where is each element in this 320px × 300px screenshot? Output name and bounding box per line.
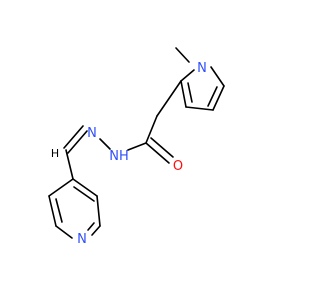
atom-pyridine-nitrogen: N: [77, 232, 87, 247]
atom-pyrrole-nitrogen: N: [197, 61, 207, 76]
bond-carbonyl-o-double: [150, 137, 174, 158]
bond-pyrrole-c3-c2: [180, 80, 187, 108]
bond-pyridine-c4-c3: [72, 178, 98, 197]
atom-vinyl-hydrogen: H: [51, 147, 59, 160]
bond-ch2-carbonyl: [145, 115, 158, 144]
bond-pyrrole-c5-c4-double: [207, 86, 218, 107]
atom-hydrazone-nitrogen: N: [87, 126, 97, 141]
bond-ch-pyridine: [65, 149, 74, 180]
molecule-diagram: N NH N O N H: [48, 47, 225, 247]
atom-amide-nh: NH: [109, 149, 129, 164]
bond-n-ch: [67, 130, 88, 154]
bond-pyridine-c4-c3-double: [73, 186, 95, 202]
bond-pyridine-c6-c5-double: [55, 198, 63, 223]
bond-c2-ch2: [156, 80, 182, 117]
bond-nh-n: [99, 138, 111, 150]
bond-pyrrole-c4-c3: [185, 106, 214, 111]
bond-pyrrole-c3-c2-double: [187, 82, 193, 103]
bond-carbonyl-nh: [127, 142, 147, 151]
bond-pyridine-n-c6: [55, 225, 73, 239]
bond-pyridine-c6-c5: [48, 195, 57, 227]
bond-n-ch-double: [63, 125, 84, 149]
bond-pyrrole-n-c5: [210, 66, 225, 87]
bond-pyridine-c5-c4: [48, 178, 74, 197]
bond-pyridine-c3-c2: [96, 195, 101, 227]
bond-pyrrole-c5-c4: [212, 85, 225, 111]
bond-n-methyl: [175, 47, 190, 63]
bond-pyrrole-c2-n: [180, 69, 195, 82]
bond-carbonyl-o: [145, 142, 170, 164]
bond-pyridine-c2-n-double: [87, 222, 95, 231]
bond-pyridine-c2-n: [91, 225, 101, 236]
atom-carbonyl-oxygen: O: [173, 159, 183, 174]
